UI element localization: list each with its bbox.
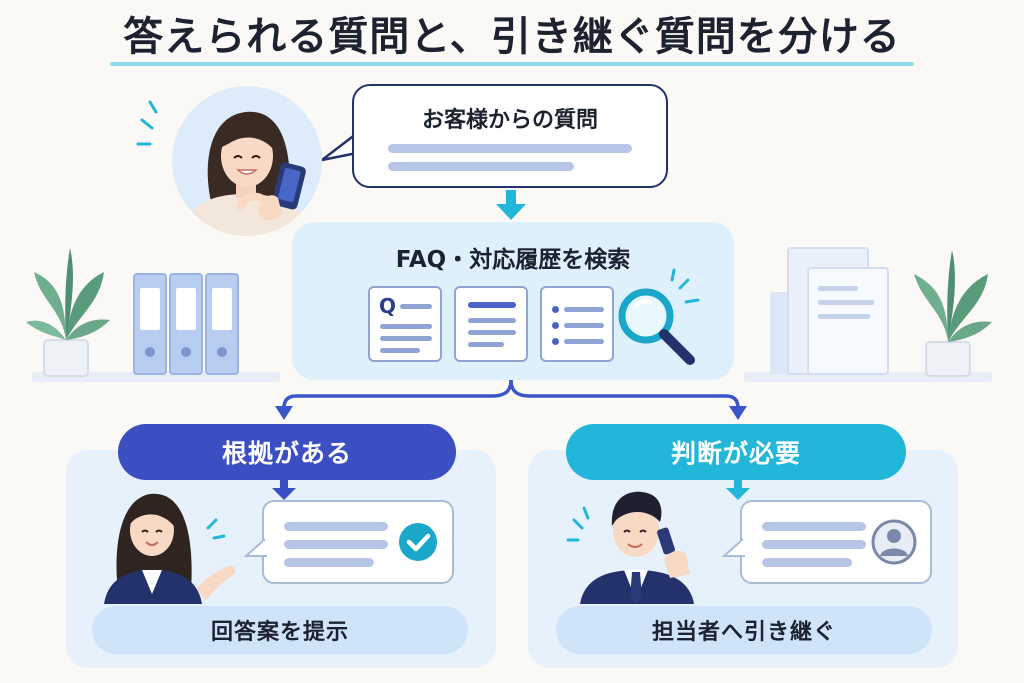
- plant-icon: [914, 250, 992, 377]
- customer-avatar: [172, 86, 322, 236]
- document-icon: [454, 286, 528, 362]
- text-placeholder-line: [388, 162, 574, 171]
- person-icon: [871, 519, 917, 565]
- action-present-answer: 回答案を提示: [92, 606, 468, 654]
- action-handoff-to-staff: 担当者へ引き継ぐ: [556, 606, 932, 654]
- faq-card-icon: Q: [368, 286, 442, 362]
- branch-connector: [282, 378, 740, 410]
- search-step-label: FAQ・対応履歴を検索: [395, 247, 631, 273]
- customer-question-bubble: お客様からの質問: [352, 84, 668, 188]
- history-list-icon: [540, 286, 614, 362]
- page-title: 答えられる質問と、引き継ぐ質問を分ける: [123, 14, 901, 60]
- search-step-panel: FAQ・対応履歴を検索 Q: [292, 222, 734, 380]
- flow-arrow-down: [496, 190, 526, 220]
- branch-condition-judgement: 判断が必要: [566, 424, 906, 480]
- answer-draft-bubble: [262, 500, 454, 584]
- plant-icon: [26, 248, 110, 377]
- magnifier-icon: [618, 268, 700, 365]
- binder-icon: [32, 273, 280, 382]
- customer-question-label: お客様からの質問: [421, 108, 598, 133]
- handoff-bubble: [740, 500, 932, 584]
- faq-card-letter: Q: [379, 294, 397, 318]
- operator-man: [566, 491, 694, 604]
- operator-woman: [104, 493, 236, 604]
- phone-icon: [657, 527, 675, 555]
- text-placeholder-line: [388, 144, 632, 153]
- check-icon: [399, 523, 437, 561]
- branch-condition-grounded: 根拠がある: [118, 424, 456, 480]
- title-underline: [110, 62, 914, 66]
